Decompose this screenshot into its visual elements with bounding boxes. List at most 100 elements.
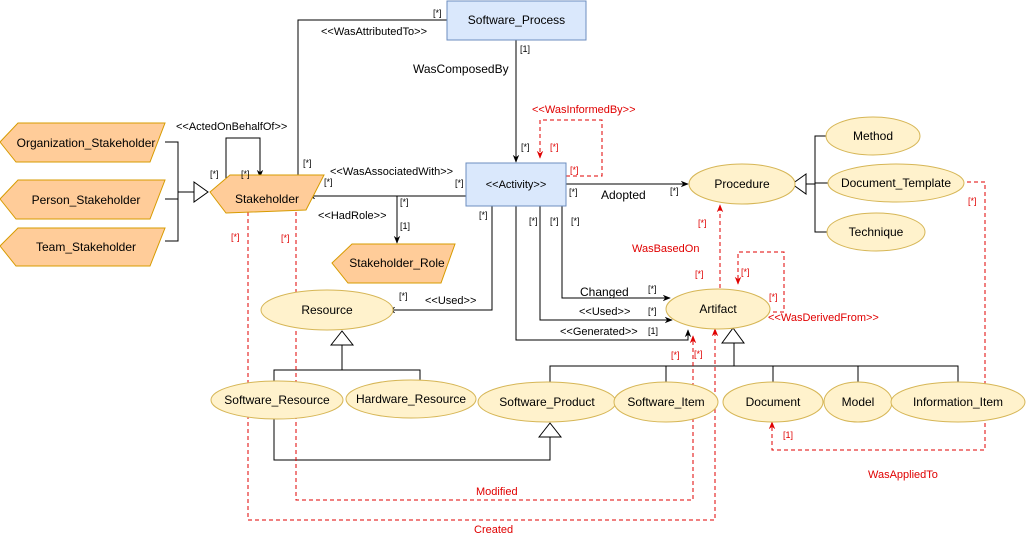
mult-label: [1] [520,44,530,54]
edge-acted-on-behalf-of [225,137,264,183]
node-model[interactable]: Model [823,381,893,423]
mult-label: [*] [569,187,578,197]
label-acted-on-behalf-of: <<ActedOnBehalfOf>> [176,121,287,133]
node-label: Artifact [699,302,737,316]
node-label: Software_Resource [224,393,330,407]
label-generated: <<Generated>> [560,326,638,338]
mult-label: [*] [698,218,707,228]
nodes: Software_Process <<Activity>> Stakeholde… [0,0,1026,423]
node-label: Organization_Stakeholder [17,136,156,150]
node-stakeholder[interactable]: Stakeholder [209,174,325,214]
edge-used-artifact [539,206,673,324]
node-label: Person_Stakeholder [32,193,141,207]
node-software-resource[interactable]: Software_Resource [210,380,344,420]
mult-label: [*] [303,158,312,168]
node-label: Resource [301,303,353,317]
node-software-item[interactable]: Software_Item [613,381,719,423]
label-created: Created [474,524,513,536]
label-was-associated-with: <<WasAssociatedWith>> [330,166,453,178]
node-technique[interactable]: Technique [826,212,926,252]
node-label: Method [853,129,893,143]
node-person-stakeholder[interactable]: Person_Stakeholder [0,179,166,220]
mult-label: [*] [694,349,703,359]
node-team-stakeholder[interactable]: Team_Stakeholder [0,227,166,267]
mult-label: [*] [769,292,778,302]
generalization-triangle-procedure [791,173,807,195]
mult-label: [*] [529,216,538,226]
edge-was-informed-by [536,119,603,177]
edge-was-applied-to [768,181,986,451]
mult-label: [*] [570,165,579,175]
mult-label: [*] [281,233,290,243]
edge-changed [561,206,671,302]
edge-stakeholder-generalization [165,141,194,242]
node-organization-stakeholder[interactable]: Organization_Stakeholder [0,122,166,163]
node-label: Procedure [714,177,770,191]
edge-created [247,212,719,521]
generalization-triangle-software-product [537,422,563,438]
mult-label: [1] [400,221,410,231]
label-used-artifact: <<Used>> [579,306,630,318]
node-document-template[interactable]: Document_Template [827,163,965,203]
label-adopted: Adopted [601,188,646,202]
node-activity[interactable]: <<Activity>> [465,162,567,207]
label-was-attributed-to: <<WasAttributedTo>> [321,26,427,38]
node-label: Document [746,395,801,409]
node-label: Stakeholder [235,192,299,206]
mult-label: [*] [648,284,657,294]
edges-black [165,19,959,461]
node-method[interactable]: Method [825,116,921,156]
node-artifact[interactable]: Artifact [665,288,771,330]
node-label: Stakeholder_Role [349,256,445,270]
generalization-triangle-artifact [721,327,745,344]
mult-label: [1] [783,430,793,440]
label-was-informed-by: <<WasInformedBy>> [532,104,636,116]
edge-resource-generalization [273,345,421,383]
node-information-item[interactable]: Information_Item [890,381,1026,423]
mult-label: [*] [571,216,580,226]
mult-label: [*] [550,142,559,152]
node-label: Software_Product [499,395,595,409]
node-stakeholder-role[interactable]: Stakeholder_Role [331,243,456,284]
node-label: Information_Item [913,395,1003,409]
node-software-product[interactable]: Software_Product [477,381,617,423]
mult-label: [*] [210,169,219,179]
node-label: Team_Stakeholder [36,240,136,254]
mult-label: [*] [399,291,408,301]
edge-procedure-generalization [806,135,828,233]
mult-label: [*] [324,177,333,187]
mult-label: [*] [479,210,488,220]
label-was-based-on: WasBasedOn [632,243,699,255]
label-changed: Changed [580,285,629,299]
node-software-process[interactable]: Software_Process [446,0,587,41]
mult-label: [*] [241,169,250,179]
node-label: Software_Item [627,395,704,409]
mult-label: [*] [231,232,240,242]
mult-label: [*] [521,142,530,152]
node-document[interactable]: Document [722,381,824,423]
generalization-triangle-stakeholder [193,181,209,203]
generalization-triangle-resource [329,330,355,346]
edge-was-derived-from [734,251,785,313]
node-hardware-resource[interactable]: Hardware_Resource [345,379,477,419]
label-modified: Modified [476,486,518,498]
node-procedure[interactable]: Procedure [688,163,796,205]
label-used-resource: <<Used>> [425,295,476,307]
node-label: <<Activity>> [486,179,547,191]
edge-was-attributed-to [294,19,447,184]
node-label: Hardware_Resource [356,392,466,406]
edge-labels: <<WasAttributedTo>> WasComposedBy <<WasI… [176,26,938,536]
mult-label: [1] [648,326,658,336]
edge-artifact-generalization [549,343,959,383]
mult-label: [*] [550,216,559,226]
node-resource[interactable]: Resource [260,289,394,331]
node-label: Technique [849,225,904,239]
node-label: Document_Template [841,176,951,190]
multiplicities: [*] [1] [*] [*] [*] [*] [*] [*] [*] [*] … [210,8,977,440]
node-label: Software_Process [468,13,565,27]
mult-label: [*] [670,186,679,196]
label-was-applied-to: WasAppliedTo [868,469,938,481]
label-had-role: <<HadRole>> [318,210,387,222]
mult-label: [*] [695,269,704,279]
